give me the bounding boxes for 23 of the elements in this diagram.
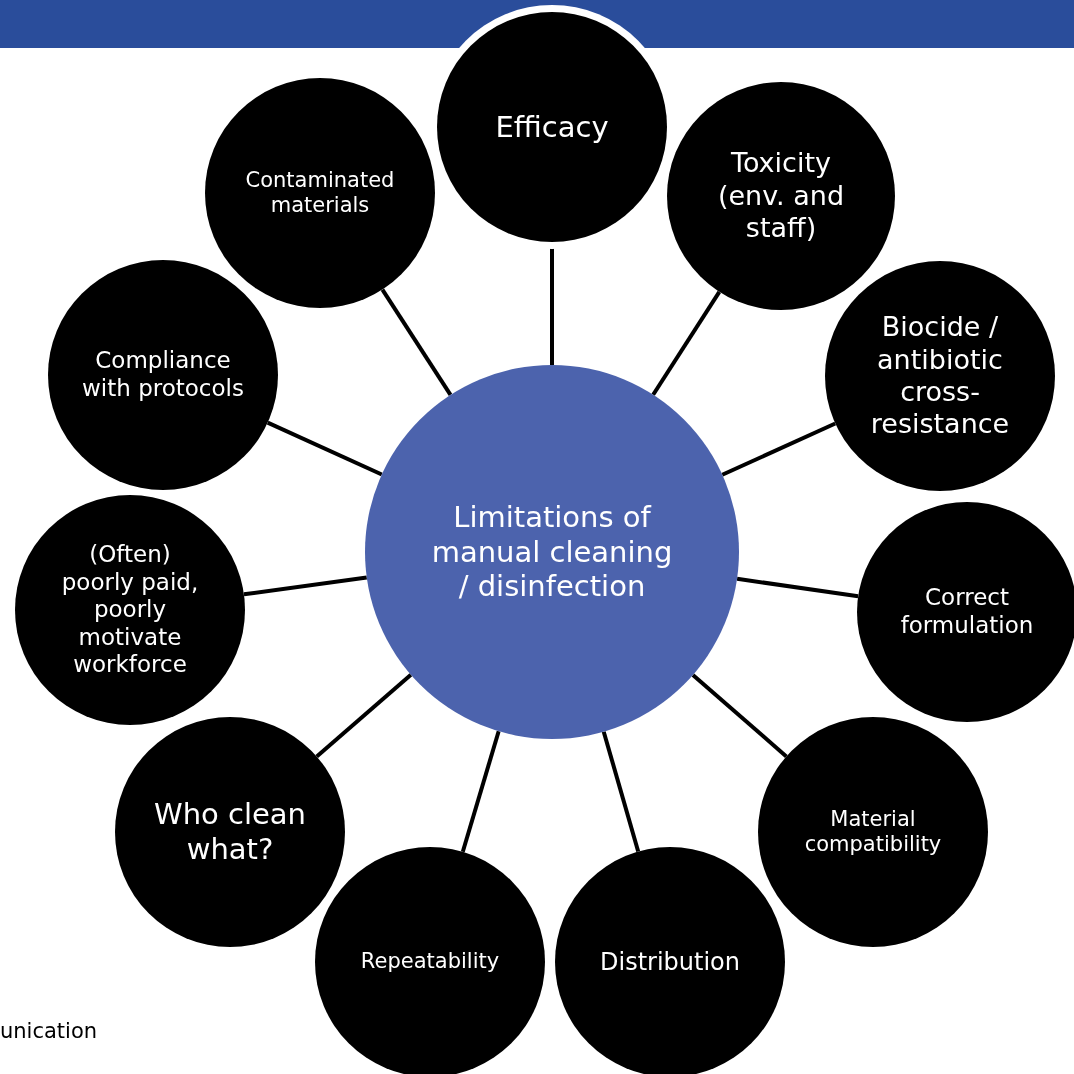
node-label: Correct formulation <box>899 584 1035 640</box>
node-label: Compliance with protocols <box>81 347 245 403</box>
node-label: Toxicity (env. and staff) <box>716 147 846 245</box>
connector-line <box>266 420 383 477</box>
connector-line <box>380 288 453 397</box>
node-label: Who clean what? <box>153 797 307 867</box>
footnote-text: unication <box>0 1019 98 1043</box>
connector-line <box>601 731 641 853</box>
connector-line <box>460 730 501 853</box>
connector-line <box>691 673 788 758</box>
connector-line <box>651 290 721 396</box>
node-label: Contaminated materials <box>244 167 396 219</box>
node-label: Biocide / antibiotic cross-resistance <box>869 311 1011 441</box>
connector-line <box>736 576 859 599</box>
connector-line <box>721 421 837 477</box>
node-label: Efficacy <box>495 109 609 145</box>
node-label: (Often) poorly paid, poorly motivate workforce <box>60 541 200 679</box>
node-label: Distribution <box>600 947 740 977</box>
node-label: Material compatibility <box>803 806 943 858</box>
connector-line <box>315 673 413 759</box>
node-label: Repeatability <box>360 949 500 975</box>
connector-line <box>243 575 367 597</box>
node-label: Limitations of manual cleaning / disinfection <box>430 499 674 605</box>
